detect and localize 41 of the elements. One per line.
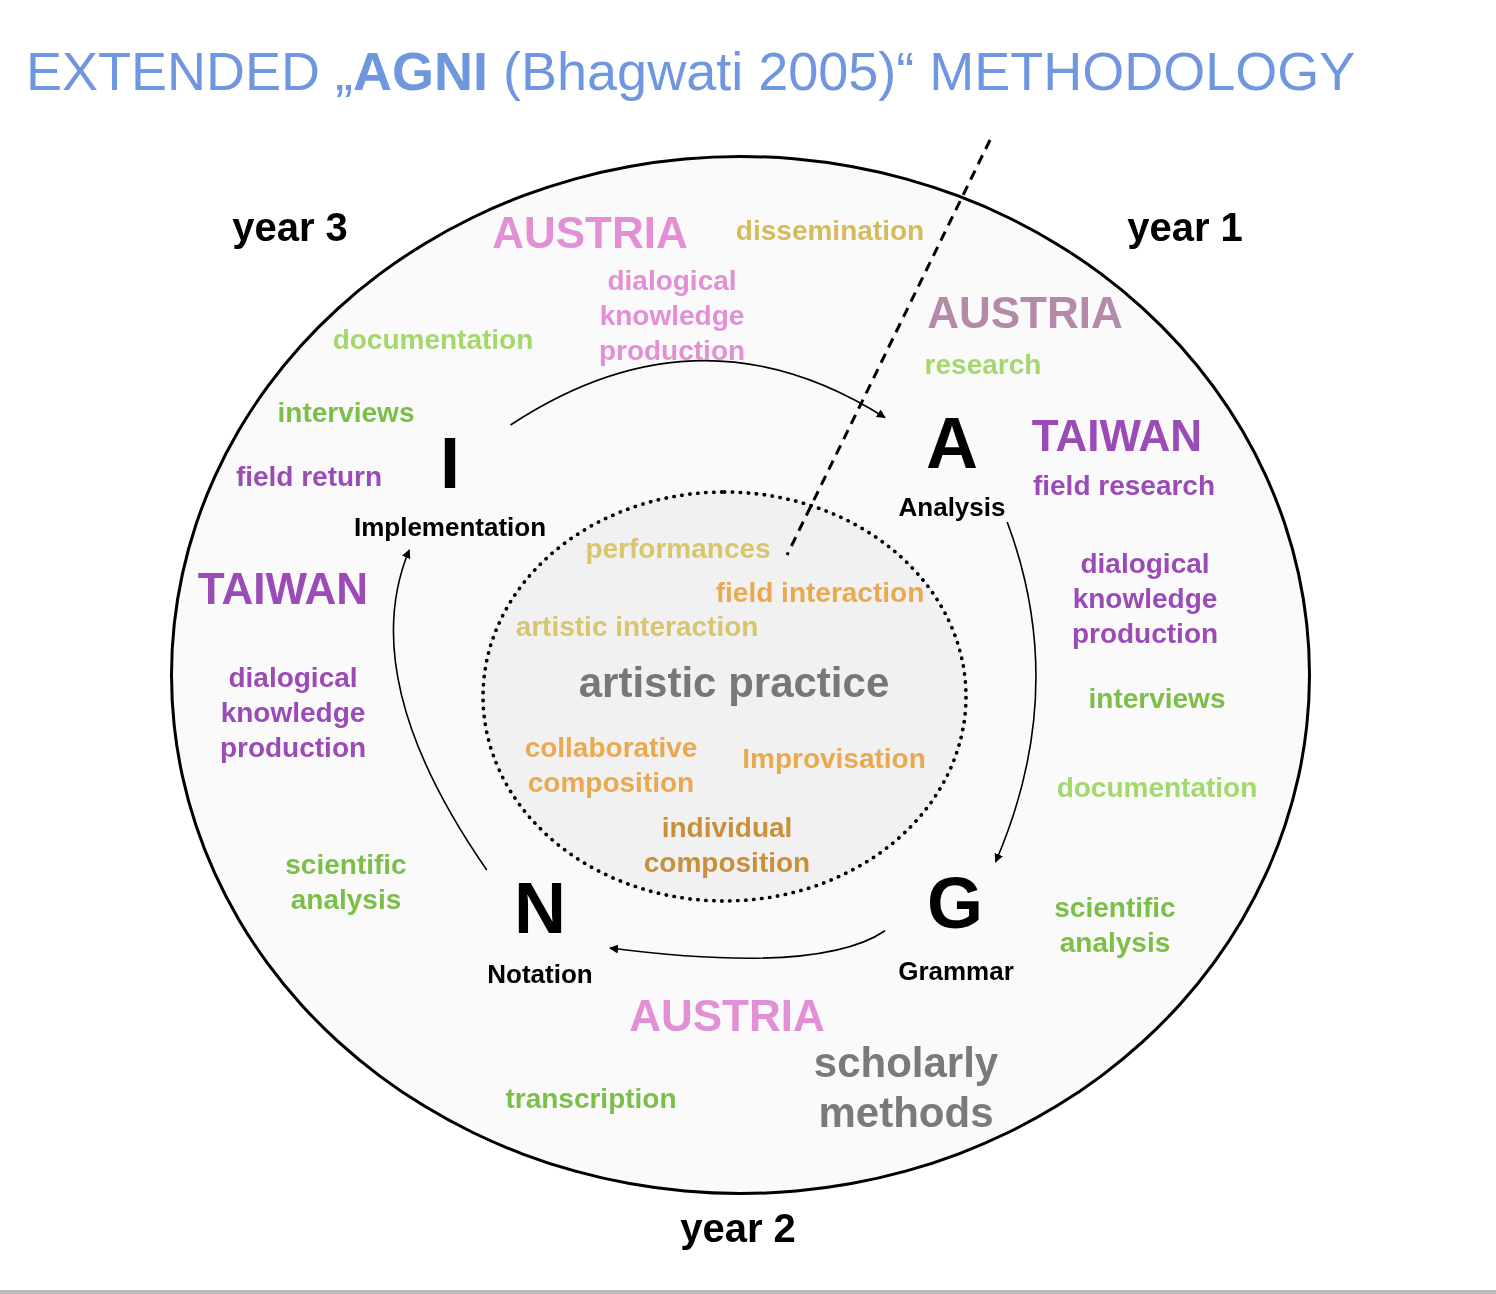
activity-label: research (924, 347, 1042, 382)
phase-label: Grammar (898, 956, 1014, 988)
activity-label: scientific analysis (1053, 891, 1177, 960)
phase-label: Analysis (898, 492, 1006, 524)
activity-label: performances (585, 531, 771, 566)
activity-label: dialogical knowledge production (597, 263, 747, 368)
activity-label: field research (1032, 468, 1216, 503)
diagram-title: EXTENDED „AGNI (Bhagwati 2005)“ METHODOLOGY (26, 40, 1356, 102)
country-label: TAIWAN (1031, 409, 1203, 462)
activity-label: documentation (332, 322, 534, 357)
phase-label: Implementation (353, 512, 547, 544)
activity-label: field interaction (715, 575, 925, 610)
activity-label: artistic interaction (515, 609, 759, 644)
activity-label: field return (235, 459, 383, 494)
phase-letter: A (926, 401, 978, 485)
activity-label: dialogical knowledge production (1070, 546, 1220, 651)
activity-label: dialogical knowledge production (218, 660, 368, 765)
year-label: year 3 (232, 204, 348, 251)
country-label: TAIWAN (197, 562, 369, 615)
activity-label: interviews (277, 395, 415, 430)
activity-label: collaborative composition (523, 731, 699, 800)
phase-label: Notation (487, 959, 593, 991)
country-label: AUSTRIA (492, 206, 688, 259)
cycle-arrow (609, 929, 886, 959)
year-label: year 1 (1127, 204, 1243, 251)
cycle-arrow (392, 549, 488, 871)
activity-label: individual composition (642, 811, 812, 880)
activity-label: scientific analysis (284, 848, 408, 917)
activity-label: interviews (1088, 681, 1226, 716)
country-label: AUSTRIA (927, 286, 1123, 339)
phase-letter: N (514, 866, 566, 950)
activity-label: transcription (505, 1081, 677, 1116)
node-title: artistic practice (577, 657, 891, 708)
cycle-arrow (994, 521, 1037, 863)
cycle-arrow (509, 359, 886, 426)
activity-label: Improvisation (742, 741, 926, 776)
activity-label: documentation (1056, 770, 1258, 805)
phase-letter: G (927, 861, 983, 945)
phase-letter: I (440, 421, 460, 505)
activity-label: dissemination (735, 213, 925, 248)
year-label: year 2 (680, 1205, 796, 1252)
